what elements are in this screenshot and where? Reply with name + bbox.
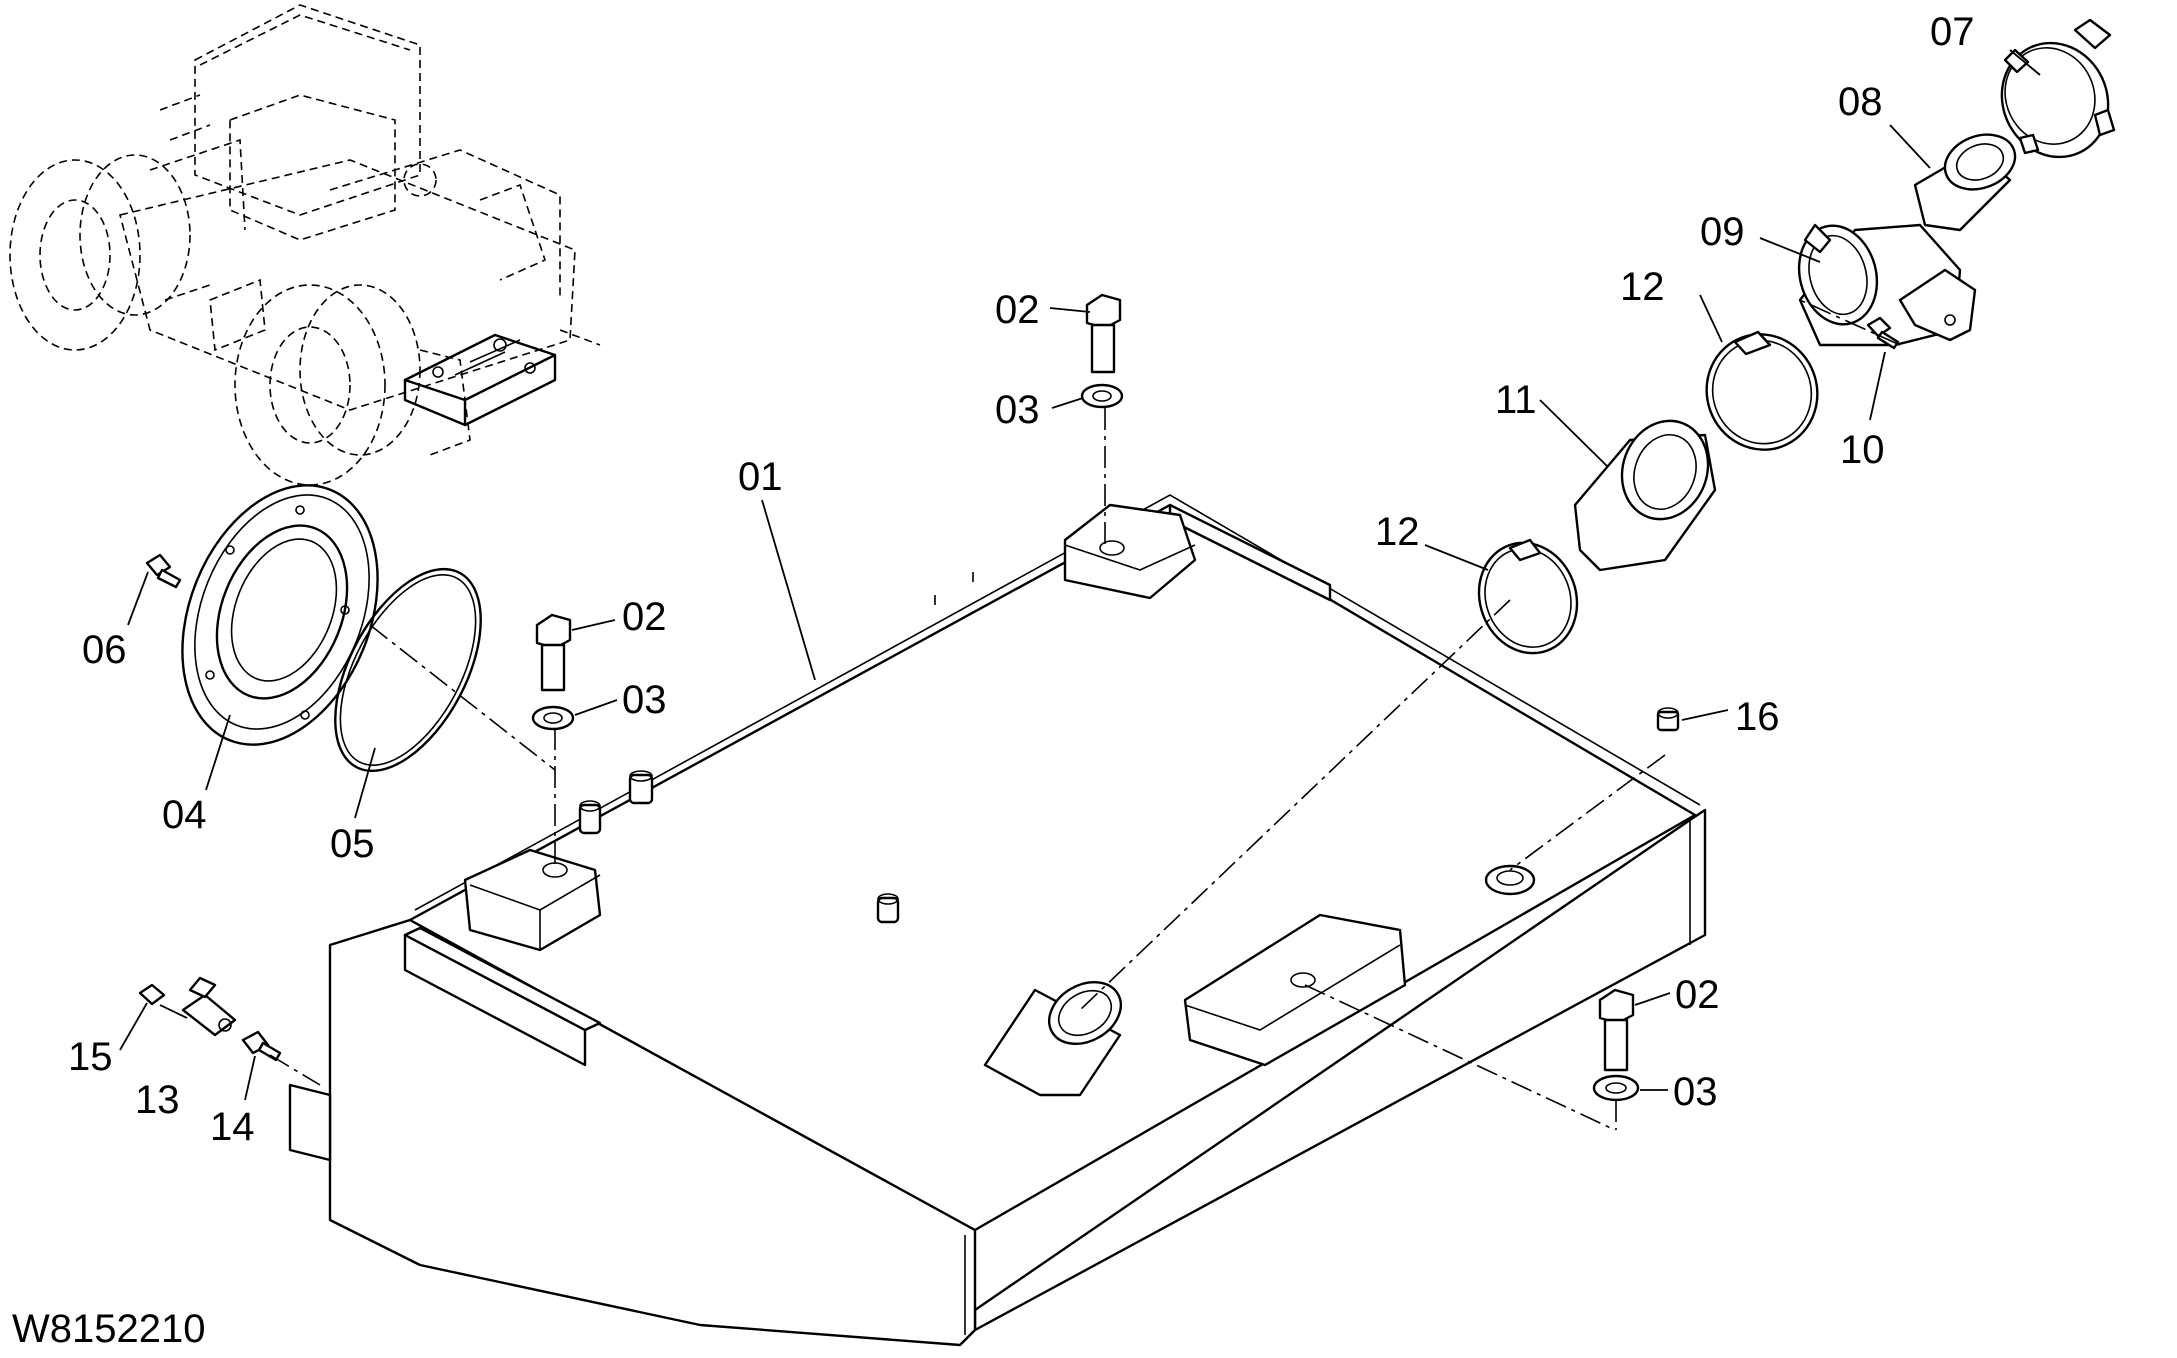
- callout-01: 01: [738, 455, 783, 499]
- callout-10: 10: [1840, 428, 1885, 472]
- bolt-02-top: [1085, 293, 1122, 374]
- filler-hose: [1573, 419, 1717, 572]
- callout-02-top: 02: [995, 288, 1040, 332]
- nut-16: [1656, 707, 1680, 732]
- drawing-number: W8152210: [12, 1307, 205, 1351]
- callout-02-right: 02: [1675, 973, 1720, 1017]
- hose-clamp-upper: [1705, 330, 1819, 451]
- filler-neck: [1797, 223, 1977, 347]
- callout-06: 06: [82, 628, 127, 672]
- washer-03-top: [1080, 383, 1124, 409]
- callout-12-lower: 12: [1375, 510, 1420, 554]
- leader-lines: [119, 49, 2041, 1101]
- flange-plate: [181, 484, 379, 746]
- drain-plug-15: [138, 983, 166, 1006]
- drain-fitting-14: [241, 1030, 282, 1062]
- screw-06: [145, 553, 182, 589]
- bolt-02-left: [535, 613, 572, 692]
- callout-13: 13: [135, 1078, 180, 1122]
- filler-cap: [2000, 18, 2116, 159]
- tractor-locator-thumbnail: [9, 4, 601, 486]
- washer-03-right: [1592, 1074, 1640, 1102]
- callout-03-right: 03: [1673, 1070, 1718, 1114]
- washer-03-left: [531, 705, 575, 731]
- bolt-02-right: [1598, 988, 1635, 1072]
- callout-07: 07: [1930, 10, 1975, 54]
- callout-05: 05: [330, 822, 375, 866]
- callout-03-left: 03: [622, 678, 667, 722]
- callout-16: 16: [1735, 695, 1780, 739]
- screw-10: [1866, 316, 1900, 350]
- callout-15: 15: [68, 1035, 113, 1079]
- callout-08: 08: [1838, 80, 1883, 124]
- drain-valve-13: [181, 976, 237, 1037]
- callout-12-upper: 12: [1620, 265, 1665, 309]
- callout-09: 09: [1700, 210, 1745, 254]
- hose-clamp-lower: [1477, 538, 1579, 655]
- callout-03-top: 03: [995, 388, 1040, 432]
- o-ring: [334, 567, 482, 773]
- assembly-centerlines: [269, 299, 1901, 1131]
- callout-14: 14: [210, 1105, 255, 1149]
- callout-11: 11: [1495, 378, 1537, 422]
- callout-labels: 01 02 02 02 03 03 03 04 05 06 07 08 09 1…: [68, 10, 1975, 1149]
- callout-04: 04: [162, 793, 207, 837]
- strainer: [1913, 133, 2017, 232]
- fuel-tank: [288, 494, 1707, 1347]
- callout-02-left: 02: [622, 595, 667, 639]
